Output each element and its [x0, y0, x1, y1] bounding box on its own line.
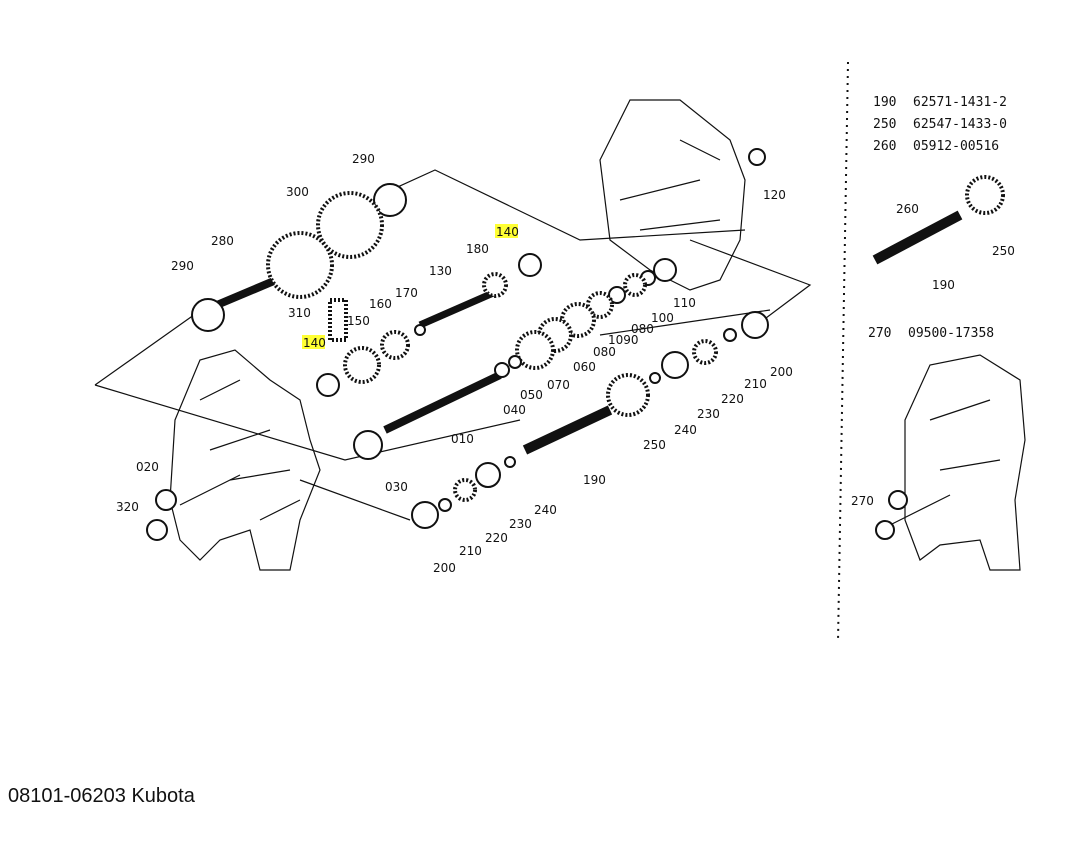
- callout: 200: [770, 365, 793, 379]
- callout: 130: [429, 264, 452, 278]
- part-ref: 270: [868, 326, 891, 341]
- inset-housing: [904, 354, 1026, 571]
- assembly-outline: [94, 169, 812, 521]
- callout: 160: [369, 297, 392, 311]
- callout: 100: [651, 311, 674, 325]
- callout: 060: [573, 360, 596, 374]
- inset-parts-table: 190 62571-1431-2 250 62547-1433-0 260 05…: [868, 95, 1007, 341]
- callout-labels: 290 300 280 290 310 150 140 160 170 130 …: [116, 152, 793, 575]
- callout: 040: [503, 403, 526, 417]
- part-number: 62547-1433-0: [913, 117, 1007, 132]
- callout: 200: [433, 561, 456, 575]
- callout: 250: [992, 244, 1015, 258]
- callout: 260: [896, 202, 919, 216]
- highlight-140-a: [302, 335, 325, 349]
- inset-divider: [837, 61, 849, 643]
- callout: 310: [288, 306, 311, 320]
- callout-140: 140: [496, 225, 519, 239]
- callout: 020: [136, 460, 159, 474]
- inset-shaft-190: [872, 210, 963, 265]
- callout: 120: [763, 188, 786, 202]
- callout: 070: [547, 378, 570, 392]
- callout: 290: [352, 152, 375, 166]
- callout: 320: [116, 500, 139, 514]
- callout: 050: [520, 388, 543, 402]
- callout-140: 140: [303, 336, 326, 350]
- part-ref: 190: [873, 95, 896, 110]
- callout: 190: [932, 278, 955, 292]
- part-number: 62571-1431-2: [913, 95, 1007, 110]
- transmission-housing-right: [599, 99, 746, 291]
- callout: 080: [593, 345, 616, 359]
- shaft-190: [522, 405, 613, 455]
- callout: 080: [631, 322, 654, 336]
- callout: 110: [673, 296, 696, 310]
- parts: [146, 148, 1005, 541]
- callout: 010: [451, 432, 474, 446]
- part-ref: 250: [873, 117, 896, 132]
- part-number: 09500-17358: [908, 326, 994, 341]
- callout: 170: [395, 286, 418, 300]
- callout: 210: [459, 544, 482, 558]
- callout: 190: [583, 473, 606, 487]
- part-ref: 260: [873, 139, 896, 154]
- inset-callouts: 260 250 190 270: [851, 202, 1015, 508]
- callout: 300: [286, 185, 309, 199]
- callout: 230: [509, 517, 532, 531]
- callout: 230: [697, 407, 720, 421]
- callout: 150: [347, 314, 370, 328]
- callout: 240: [534, 503, 557, 517]
- callout: 030: [385, 480, 408, 494]
- callout: 220: [485, 531, 508, 545]
- callout: 270: [851, 494, 874, 508]
- callout: 180: [466, 242, 489, 256]
- callout: 290: [171, 259, 194, 273]
- callout: 240: [674, 423, 697, 437]
- diagram-caption: 08101-06203 Kubota: [8, 785, 195, 807]
- callout: 1090: [608, 333, 639, 347]
- shaft-010: [383, 371, 502, 434]
- highlight-140-b: [495, 224, 518, 238]
- callout: 220: [721, 392, 744, 406]
- callout: 250: [643, 438, 666, 452]
- callout: 210: [744, 377, 767, 391]
- transmission-housing-left: [169, 349, 321, 571]
- part-number: 05912-00516: [913, 139, 999, 154]
- shaft-130: [418, 286, 502, 329]
- callout: 280: [211, 234, 234, 248]
